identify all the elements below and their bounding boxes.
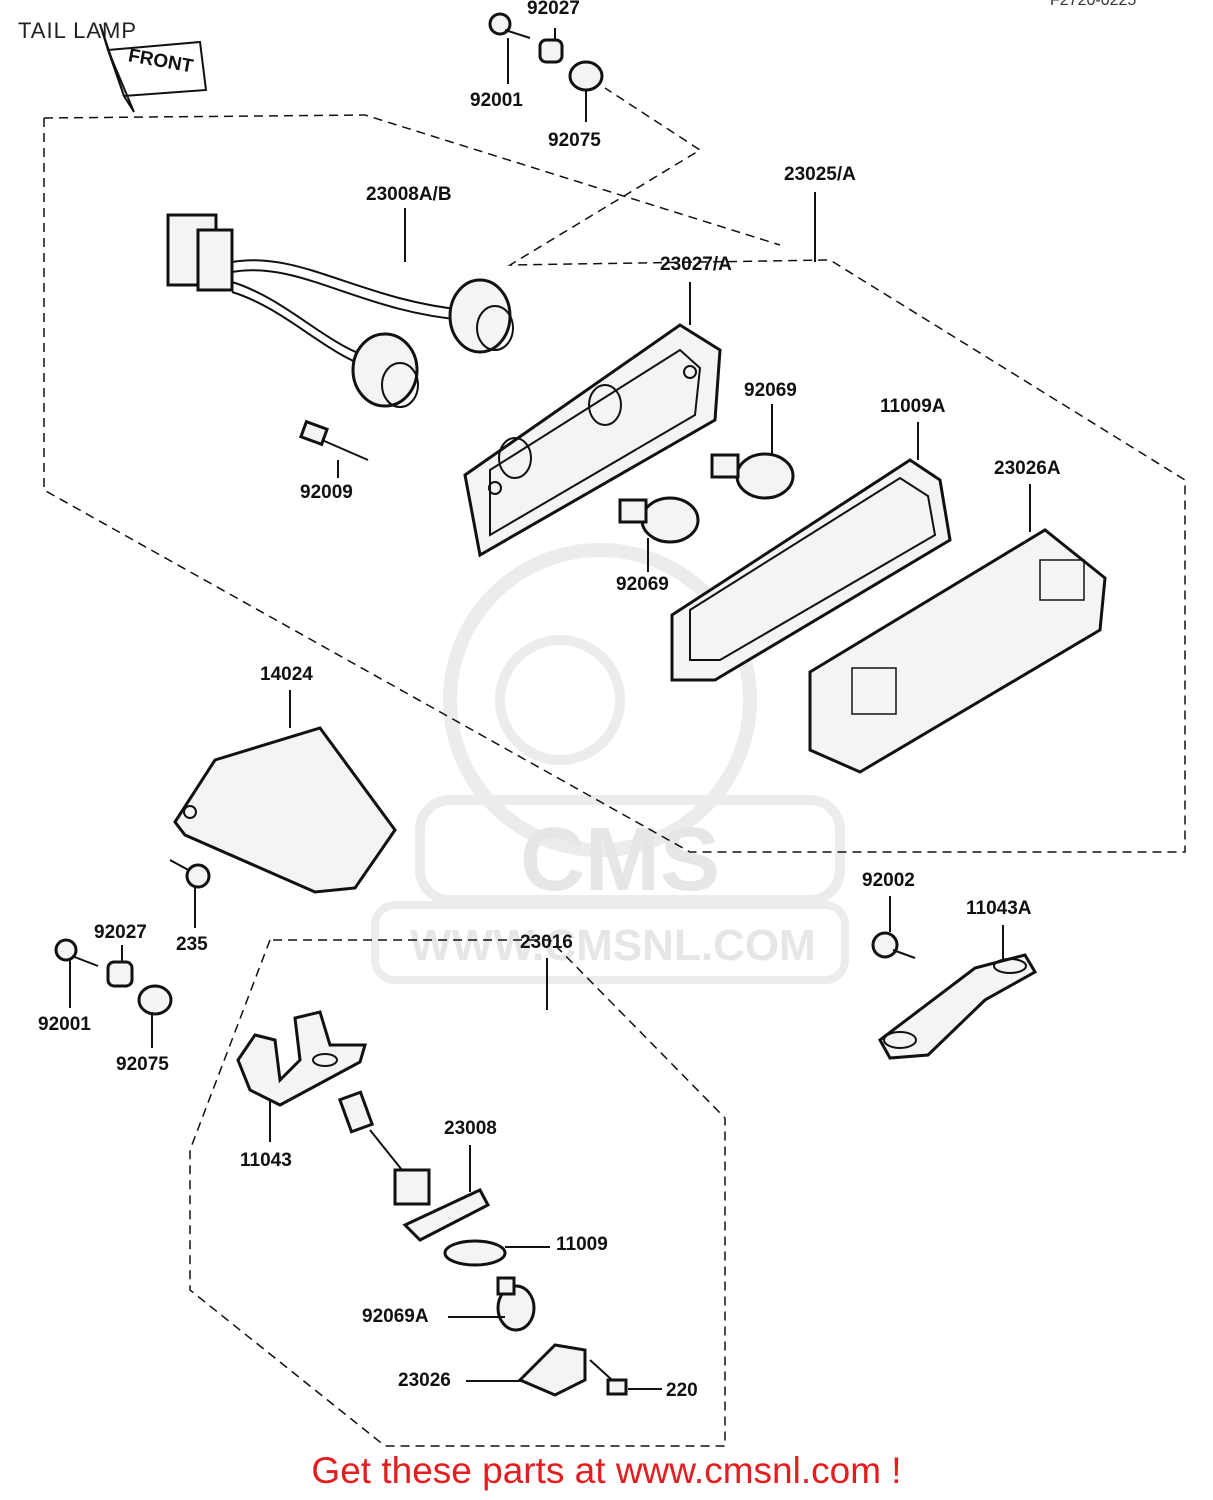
bolt-92002 (871, 931, 916, 959)
label-92075-top: 92075 (548, 130, 601, 151)
wiring-harness-23008AB (166, 213, 514, 408)
label-92069-upper: 92069 (744, 380, 797, 401)
label-92001-bottom: 92001 (38, 1014, 91, 1035)
footer-suffix: ! (881, 1450, 902, 1491)
label-92075-bottom: 92075 (116, 1054, 169, 1075)
label-23026: 23026 (398, 1370, 451, 1391)
bolt-92001-top (488, 12, 531, 39)
label-23016: 23016 (520, 932, 573, 953)
gasket-11009 (443, 1239, 507, 1267)
front-arrow-icon: FRONT (99, 23, 208, 113)
label-235: 235 (176, 934, 208, 955)
grommet-92075-bottom (137, 984, 173, 1016)
diagram-title: TAIL LAMP (18, 18, 138, 43)
socket-23008 (337, 1090, 491, 1242)
label-11009: 11009 (556, 1234, 608, 1255)
grommet-92075-top (568, 60, 604, 92)
bracket-11043 (236, 1010, 368, 1107)
cms-watermark: CMS WWW.CMSNL.COM (371, 543, 849, 984)
label-11009A: 11009A (880, 396, 946, 417)
label-11043: 11043 (240, 1150, 292, 1171)
tail-lamp-housing-23027A (463, 323, 722, 558)
label-92009: 92009 (300, 482, 353, 503)
label-92027-top: 92027 (527, 0, 580, 19)
screw-220 (589, 1359, 628, 1396)
label-23025A: 23025/A (784, 164, 856, 185)
bulb-92069A (496, 1276, 536, 1332)
collar-92027-bottom (106, 960, 134, 988)
label-92002: 92002 (862, 870, 915, 891)
bulb-92069-lower (618, 496, 700, 544)
front-arrow-label: FRONT (127, 45, 195, 77)
screw-92009 (299, 419, 369, 461)
lens-23026 (517, 1343, 587, 1397)
label-92027-bottom: 92027 (94, 922, 147, 943)
footer-promo: Get these parts at www.cmsnl.com ! (0, 1450, 1213, 1492)
label-23008: 23008 (444, 1118, 497, 1139)
label-92069A: 92069A (362, 1306, 429, 1327)
label-23027A: 23027/A (660, 254, 732, 275)
screw-235 (169, 859, 211, 889)
label-220: 220 (666, 1380, 698, 1401)
bulb-92069-upper (710, 452, 795, 500)
label-23026A: 23026A (994, 458, 1061, 479)
lens-23026A (808, 528, 1107, 774)
bracket-11043A (878, 953, 1038, 1060)
upper-assembly-top-edge (43, 114, 781, 246)
watermark-site: WWW.CMSNL.COM (410, 921, 816, 970)
footer-site-link[interactable]: www.cmsnl.com (615, 1450, 882, 1491)
gasket-11009A (670, 458, 952, 682)
collar-92027-top (538, 38, 564, 64)
label-92069-lower: 92069 (616, 574, 669, 595)
footer-prefix: Get these parts at (311, 1450, 616, 1491)
label-23008AB: 23008A/B (366, 184, 452, 205)
lower-assembly-outline (189, 939, 726, 1447)
label-92001-top: 92001 (470, 90, 523, 111)
diagram-code: F2720-0225 (1050, 0, 1137, 9)
label-14024: 14024 (260, 664, 313, 685)
cover-14024 (173, 726, 397, 894)
watermark-brand: CMS (520, 810, 720, 910)
bolt-92001-bottom (54, 938, 99, 967)
label-11043A: 11043A (966, 898, 1032, 919)
upper-assembly-outline (43, 87, 1186, 853)
